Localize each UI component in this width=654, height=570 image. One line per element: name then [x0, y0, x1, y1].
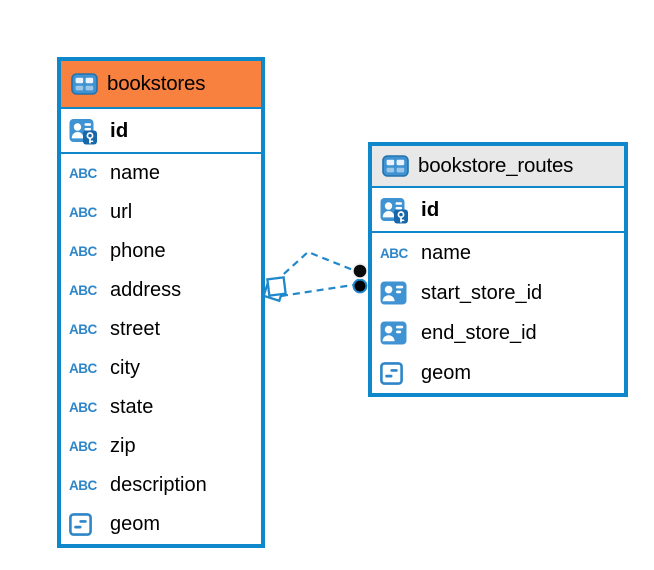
text-type-icon: ABC: [69, 283, 97, 298]
field-name: url: [110, 201, 133, 223]
table-icon: [382, 155, 409, 177]
field-name: phone: [110, 240, 166, 262]
field-name: street: [110, 318, 161, 340]
field-name: name: [421, 241, 472, 264]
field-row[interactable]: end_store_id: [372, 313, 624, 353]
field-name: address: [110, 279, 182, 301]
field-row[interactable]: ABC street: [61, 310, 261, 349]
pk-field-name: id: [421, 197, 440, 221]
field-name: geom: [110, 513, 161, 535]
field-name: start_store_id: [421, 281, 543, 304]
relationship-line-upper[interactable]: [274, 250, 354, 283]
field-row[interactable]: ABC state: [61, 388, 261, 427]
field-row[interactable]: ABC zip: [61, 427, 261, 466]
table-header-bookstores[interactable]: bookstores: [61, 61, 261, 109]
relationship-source-marker[interactable]: [262, 276, 287, 303]
text-type-icon: ABC: [69, 244, 97, 259]
relationship-connector: [262, 250, 369, 303]
text-type-icon: ABC: [380, 245, 408, 261]
field-row[interactable]: ABC name: [372, 233, 624, 273]
text-type-icon: ABC: [69, 400, 97, 415]
field-name: geom: [421, 361, 472, 384]
reference-type-icon: [380, 281, 414, 305]
text-type-icon: ABC: [69, 361, 97, 376]
table-name: bookstores: [107, 72, 206, 95]
pk-field-name: id: [110, 118, 129, 142]
text-type-icon: ABC: [69, 166, 97, 181]
text-type-icon: ABC: [69, 322, 97, 337]
reference-type-icon: [380, 321, 414, 345]
relationship-line-lower[interactable]: [280, 283, 354, 298]
primary-key-icon: [69, 117, 103, 145]
table-name: bookstore_routes: [418, 154, 574, 177]
field-row[interactable]: ABC url: [61, 193, 261, 232]
field-row[interactable]: ABC city: [61, 349, 261, 388]
field-name: city: [110, 357, 140, 379]
field-row[interactable]: ABC name: [61, 154, 261, 193]
field-name: name: [110, 162, 161, 184]
table-icon: [71, 73, 98, 95]
text-type-icon: ABC: [69, 205, 97, 220]
table-header-bookstore-routes[interactable]: bookstore_routes: [372, 146, 624, 188]
pk-row[interactable]: id: [372, 188, 624, 233]
table-bookstores[interactable]: bookstores id ABC name: [57, 57, 265, 548]
field-name: end_store_id: [421, 321, 537, 344]
pk-row[interactable]: id: [61, 109, 261, 154]
table-bookstore-routes[interactable]: bookstore_routes id ABC name: [368, 142, 628, 397]
field-name: zip: [110, 435, 136, 457]
field-row[interactable]: geom: [61, 505, 261, 544]
text-type-icon: ABC: [69, 439, 97, 454]
geometry-type-icon: [380, 361, 414, 385]
field-row[interactable]: ABC address: [61, 271, 261, 310]
relationship-target-marker[interactable]: [351, 262, 369, 294]
field-name: state: [110, 396, 154, 418]
field-row[interactable]: ABC phone: [61, 232, 261, 271]
field-row[interactable]: start_store_id: [372, 273, 624, 313]
field-row[interactable]: geom: [372, 353, 624, 393]
geometry-type-icon: [69, 513, 103, 536]
field-name: description: [110, 474, 207, 496]
field-row[interactable]: ABC description: [61, 466, 261, 505]
primary-key-icon: [380, 196, 414, 224]
text-type-icon: ABC: [69, 478, 97, 493]
